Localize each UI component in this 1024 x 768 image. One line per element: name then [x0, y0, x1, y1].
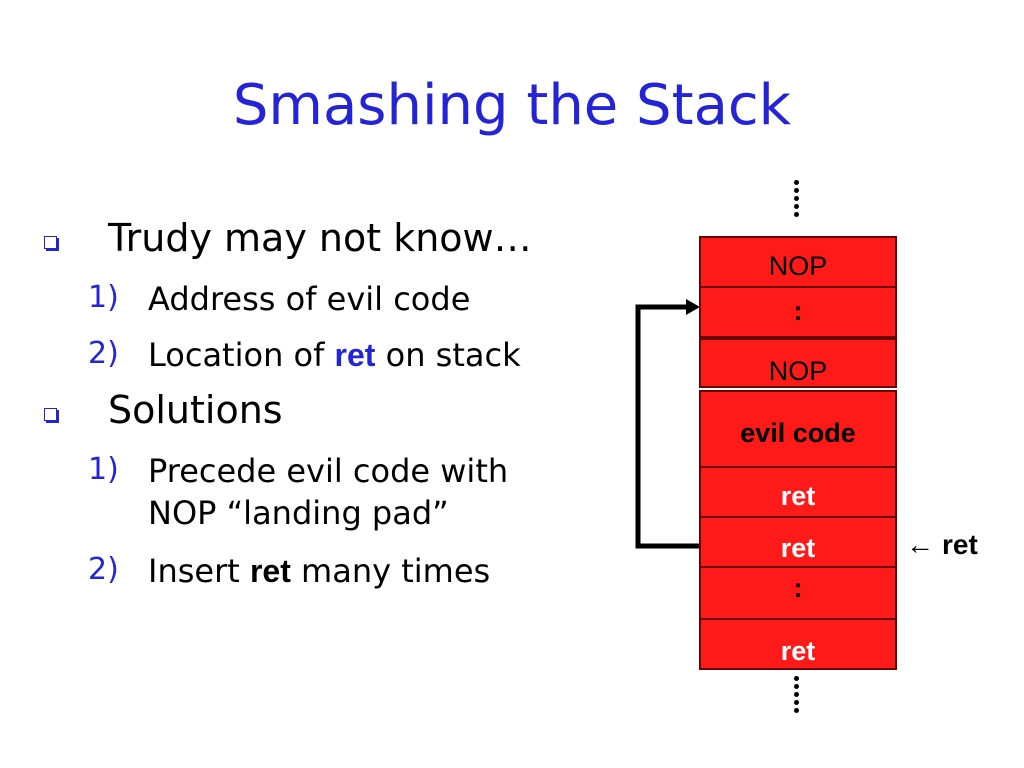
highlighted-ret: ret: [334, 337, 376, 373]
stack-cell-ellipsis: :: [699, 286, 897, 338]
sub-bullet-number: 2): [88, 552, 119, 587]
square-bullet-icon: [44, 236, 57, 249]
arrow-head: [686, 299, 700, 315]
text-line-2: NOP “landing pad”: [148, 494, 449, 532]
stack-cell-ret: ret: [699, 466, 897, 518]
sub-bullet-text: Location of ret on stack: [148, 334, 521, 376]
bullet-list: Trudy may not know… 1) Address of evil c…: [36, 212, 636, 600]
bullet-item: Trudy may not know…: [36, 212, 636, 272]
sub-bullet-number: 1): [88, 452, 119, 487]
text-before: Location of: [148, 336, 335, 374]
stack-continuation-bottom: [794, 676, 800, 716]
sub-bullet-item: 2) Insert ret many times: [36, 544, 636, 600]
text-after: on stack: [375, 336, 521, 374]
text-before: Insert: [148, 552, 250, 590]
text-after: many times: [290, 552, 491, 590]
left-arrow-icon: ←: [906, 529, 934, 560]
sub-bullet-number: 2): [88, 336, 119, 371]
sub-bullet-item: 2) Location of ret on stack: [36, 328, 636, 384]
sub-bullet-text: Insert ret many times: [148, 550, 490, 592]
bullet-text: Solutions: [108, 388, 283, 432]
sub-bullet-number: 1): [88, 280, 119, 315]
stack-cell-ellipsis: :: [699, 566, 897, 620]
stack-continuation-top: [794, 180, 800, 220]
sub-bullet-item: 1) Address of evil code: [36, 272, 636, 328]
square-bullet-icon: [44, 408, 57, 421]
stack-cell-ret: ret: [699, 618, 897, 670]
bullet-text: Trudy may not know…: [108, 216, 532, 260]
stack-cell-nop: NOP: [699, 338, 897, 388]
arrow-line: [635, 304, 699, 549]
sub-bullet-text: Address of evil code: [148, 280, 471, 318]
ret-pointer-label: ← ret: [906, 529, 978, 561]
slide-title: Smashing the Stack: [232, 73, 792, 138]
text-line-1: Precede evil code with: [148, 452, 509, 490]
bold-ret: ret: [249, 553, 291, 589]
bullet-item: Solutions: [36, 384, 636, 444]
stack-cell-evil-code: evil code: [699, 390, 897, 468]
ret-label: ret: [942, 529, 978, 560]
